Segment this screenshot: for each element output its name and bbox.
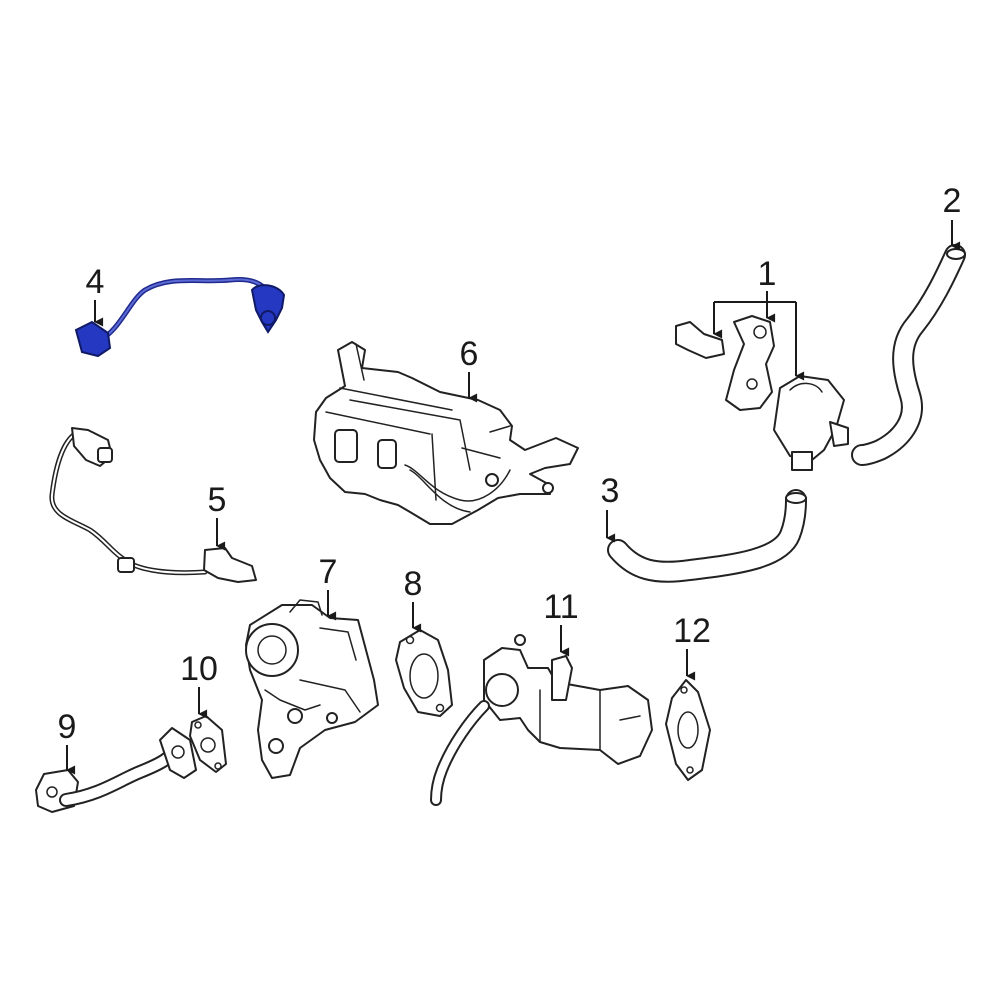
callout-number: 7	[319, 553, 338, 591]
part-2-hose[interactable]	[851, 244, 966, 466]
part-11-egr-cooler[interactable]	[430, 634, 653, 806]
callout-5: 5	[208, 481, 227, 551]
part-1-valve-bracket-bolt[interactable]	[675, 315, 849, 471]
callout-1: 1	[713, 255, 796, 376]
part-7-egr-valve[interactable]	[245, 599, 379, 779]
callout-number: 1	[758, 255, 777, 293]
part-9-egr-pipe[interactable]	[35, 727, 197, 813]
callout-number: 6	[460, 335, 479, 373]
callout-number: 5	[208, 481, 227, 519]
callout-number: 11	[543, 588, 578, 626]
part-4-oxygen-sensor[interactable]	[74, 277, 286, 358]
callout-number: 4	[86, 263, 105, 301]
part-6-charcoal-canister[interactable]	[313, 341, 579, 525]
callout-number: 2	[943, 182, 962, 220]
callout-3: 3	[601, 472, 620, 543]
part-3-hose[interactable]	[607, 489, 807, 583]
part-8-gasket[interactable]	[395, 629, 453, 717]
callout-4: 4	[86, 263, 105, 327]
callout-number: 10	[180, 650, 218, 688]
callout-number: 12	[673, 612, 711, 650]
callout-2: 2	[943, 182, 962, 251]
callout-9: 9	[58, 708, 77, 775]
callout-number: 3	[601, 472, 620, 510]
part-5-sensor-harness[interactable]	[49, 427, 257, 583]
callout-7: 7	[319, 553, 338, 621]
callout-11: 11	[543, 588, 579, 657]
callout-number: 8	[404, 565, 423, 603]
callout-8: 8	[404, 565, 423, 633]
part-12-gasket[interactable]	[665, 679, 711, 781]
part-10-gasket[interactable]	[189, 715, 227, 773]
callout-10: 10	[180, 650, 218, 719]
callout-number: 9	[58, 708, 77, 746]
callout-12: 12	[673, 612, 711, 681]
callout-6: 6	[460, 335, 479, 403]
